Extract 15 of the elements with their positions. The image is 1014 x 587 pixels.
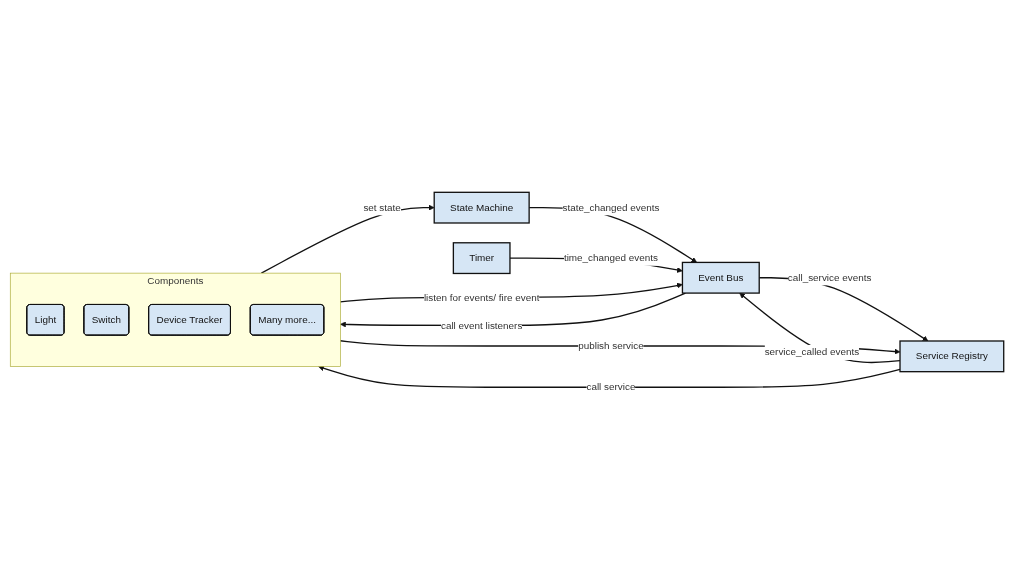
edge-label: call_service events xyxy=(787,271,872,283)
node-box: Event Bus xyxy=(681,261,760,294)
arrow xyxy=(739,292,901,364)
edge-label: call event listeners xyxy=(440,319,523,331)
edge-label: set state xyxy=(363,201,401,213)
edge-label: publish service xyxy=(578,339,644,352)
node-box: Timer xyxy=(452,242,511,275)
edge-label: call service xyxy=(586,381,636,393)
edge-label: state_changed events xyxy=(562,201,660,213)
edge-label: time_changed events xyxy=(563,252,658,264)
node-box: State Machine xyxy=(433,191,530,224)
node-box: Service Registry xyxy=(899,340,1005,373)
edge-label: service_called events xyxy=(764,346,860,358)
edge-label: listen for events/ fire event xyxy=(423,291,540,303)
arrow xyxy=(318,365,901,388)
